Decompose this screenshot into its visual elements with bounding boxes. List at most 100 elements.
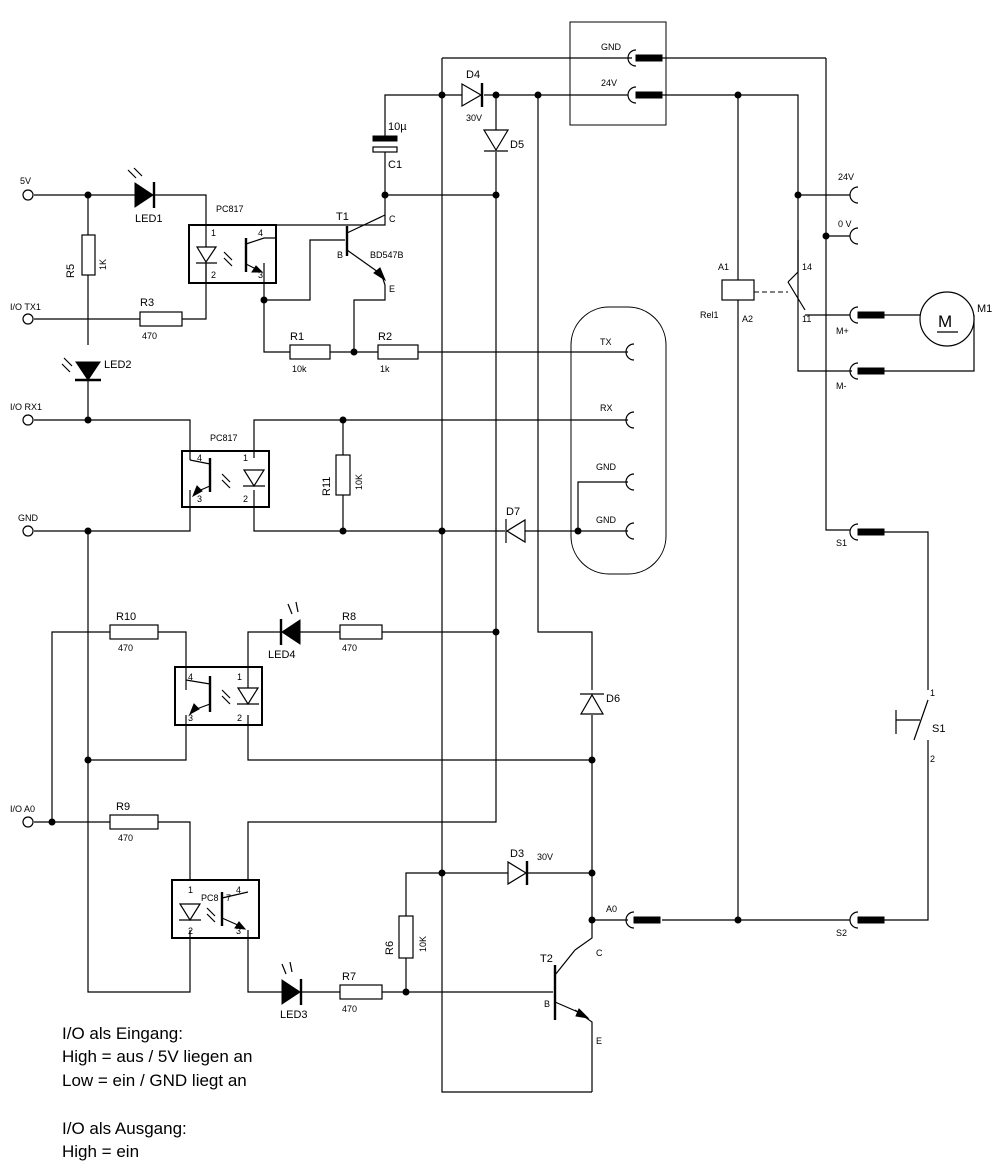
led2-label: LED2 xyxy=(104,359,132,371)
r11: R11 10K xyxy=(321,454,364,496)
r7-label: R7 xyxy=(342,971,356,983)
terminal-io-a0 xyxy=(22,816,34,828)
t1-collector: C xyxy=(389,214,396,224)
terminal-io-rx1-label: I/O RX1 xyxy=(10,402,42,412)
terminal-io-rx1 xyxy=(22,414,34,426)
out-s2-label: S2 xyxy=(836,928,847,938)
r5-label: R5 xyxy=(65,264,77,278)
note-line-1: I/O als Eingang: xyxy=(62,1024,183,1043)
relay-label: Rel1 xyxy=(700,310,719,320)
d4: D4 30V xyxy=(461,69,484,123)
r3-value: 470 xyxy=(142,331,157,341)
d6-label: D6 xyxy=(606,693,620,705)
note-line-2: High = aus / 5V liegen an xyxy=(62,1047,252,1066)
switch-s1: 1 2 S1 xyxy=(895,688,945,790)
optocoupler-d: 1 2 4 3 PC8 7 xyxy=(171,879,260,939)
r8-value: 470 xyxy=(342,643,357,653)
opto-d-pin7: 7 xyxy=(226,893,231,903)
t1-type: BD547B xyxy=(370,250,404,260)
r6-label: R6 xyxy=(384,941,396,955)
serial-tx-label: TX xyxy=(600,337,612,347)
opto-b-pin3: 3 xyxy=(197,494,202,504)
opto-c-pin4: 4 xyxy=(188,672,193,682)
input-terminals: 5V I/O TX1 I/O RX1 GND I/O A0 xyxy=(10,176,42,828)
d3-label: D3 xyxy=(510,848,524,860)
r9-value: 470 xyxy=(118,833,133,843)
r2-label: R2 xyxy=(378,331,392,343)
led3: LED3 xyxy=(280,961,308,1021)
led1-label: LED1 xyxy=(135,213,163,225)
relay-a1-label: A1 xyxy=(718,262,729,272)
power-connector: GND 24V xyxy=(569,21,667,126)
relay-rel1: A1 A2 Rel1 14 11 xyxy=(700,262,812,324)
relay-contact-11: 11 xyxy=(802,314,811,324)
d3-value: 30V xyxy=(537,852,553,862)
t1-label: T1 xyxy=(336,211,349,223)
a0-jack: A0 xyxy=(606,904,661,929)
terminal-io-a0-label: I/O A0 xyxy=(10,804,35,814)
power-gnd-label: GND xyxy=(601,42,622,52)
terminal-gnd xyxy=(22,525,34,537)
opto-d-pin2: 2 xyxy=(188,926,193,936)
opto-b-pin4: 4 xyxy=(197,453,202,463)
r5-value: 1K xyxy=(98,259,108,270)
t2-label: T2 xyxy=(540,953,553,965)
motor-m1: M M1 xyxy=(919,291,992,347)
out-24v-label: 24V xyxy=(838,172,854,182)
led4-label: LED4 xyxy=(268,649,296,661)
optocoupler-c: 4 3 1 2 xyxy=(174,666,263,726)
r1-value: 10k xyxy=(292,364,307,374)
opto-d-pin4: 4 xyxy=(236,885,241,895)
out-m-minus-label: M- xyxy=(836,381,847,391)
note-line-5: High = ein xyxy=(62,1142,139,1161)
r10-value: 470 xyxy=(118,643,133,653)
r3-label: R3 xyxy=(140,297,154,309)
opto-d-pin3: 3 xyxy=(236,926,241,936)
r9-label: R9 xyxy=(116,801,130,813)
motor-symbol: M xyxy=(938,312,952,331)
opto-a-pin4: 4 xyxy=(258,228,263,238)
r7: R7 470 xyxy=(339,971,383,1014)
motor-label: M1 xyxy=(977,303,992,315)
switch-label: S1 xyxy=(932,723,945,735)
r10: R10 470 xyxy=(109,611,159,653)
opto-a-pin3: 3 xyxy=(258,270,263,280)
out-0v-label: 0 V xyxy=(838,219,852,229)
r2-value: 1k xyxy=(380,364,390,374)
c1-label: C1 xyxy=(388,159,402,171)
d6: D6 xyxy=(579,693,620,715)
r6-value: 10K xyxy=(418,936,428,952)
terminal-5v xyxy=(22,189,34,201)
d7-label: D7 xyxy=(506,506,520,518)
led3-label: LED3 xyxy=(280,1009,308,1021)
t2: T2 B C E xyxy=(540,948,603,1046)
terminal-io-tx1 xyxy=(22,313,34,325)
t2-collector: C xyxy=(596,948,603,958)
serial-gnd1-label: GND xyxy=(596,462,617,472)
c1: 10µ C1 xyxy=(372,121,407,171)
output-connectors: 24V 0 V M+ M- S1 S2 xyxy=(836,172,885,938)
serial-connector: TX RX GND GND xyxy=(570,306,667,575)
led4: LED4 xyxy=(268,601,301,661)
terminal-5v-label: 5V xyxy=(20,176,31,186)
r2: R2 1k xyxy=(377,331,419,374)
opto-d-label: PC8 xyxy=(201,893,219,903)
serial-rx-label: RX xyxy=(600,403,613,413)
serial-gnd2-label: GND xyxy=(596,515,617,525)
r5: R5 1K xyxy=(65,234,108,278)
wires xyxy=(34,57,975,1093)
relay-contact-14: 14 xyxy=(802,262,812,272)
d7: D7 xyxy=(505,506,526,544)
opto-d-pin1: 1 xyxy=(188,885,193,895)
opto-c-pin1: 1 xyxy=(237,672,242,682)
r8-label: R8 xyxy=(342,611,356,623)
d4-label: D4 xyxy=(466,69,480,81)
opto-b-pin2: 2 xyxy=(243,494,248,504)
r1-label: R1 xyxy=(290,331,304,343)
r3: R3 470 xyxy=(139,297,183,341)
optocoupler-a: 1 2 4 3 PC817 xyxy=(188,204,277,284)
r7-value: 470 xyxy=(342,1004,357,1014)
out-m-plus-label: M+ xyxy=(836,326,849,336)
opto-b-label: PC817 xyxy=(210,433,238,443)
